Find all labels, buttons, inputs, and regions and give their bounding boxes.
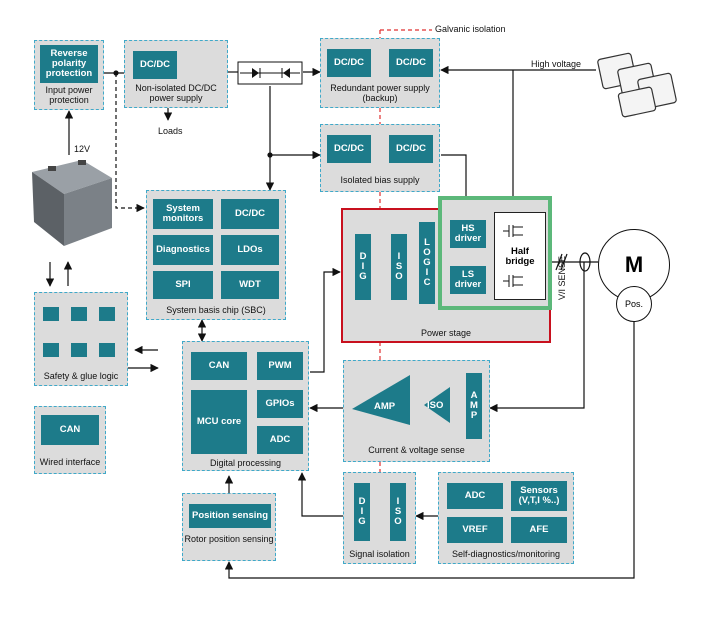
amp-bar-icon xyxy=(466,373,482,439)
redundant-dcdc-box-1: DC/DC xyxy=(327,49,371,77)
system-monitors-box: System monitors xyxy=(153,199,213,229)
diagnostics-box: Diagnostics xyxy=(153,235,213,265)
mcu-core-box: MCU core xyxy=(191,390,247,454)
input-power-label: Input power protection xyxy=(45,85,93,105)
non-isolated-supply-block: DC/DC Non-isolated DC/DC power supply xyxy=(124,40,228,108)
loads-label: Loads xyxy=(158,126,183,136)
amp-triangle-icon xyxy=(352,375,410,425)
afe-box: AFE xyxy=(511,517,567,543)
or-gate-icon xyxy=(99,343,115,357)
position-sensor-icon: Pos. xyxy=(616,286,652,322)
nand-gate-icon xyxy=(71,343,87,357)
input-power-protection-block: Reverse polarity protection Input power … xyxy=(34,40,104,110)
wdt-box: WDT xyxy=(221,271,279,299)
wired-can-box: CAN xyxy=(41,415,99,445)
pwm-box: PWM xyxy=(257,352,303,380)
sbc-label: System basis chip (SBC) xyxy=(166,305,266,315)
cv-sense-label: Current & voltage sense xyxy=(368,445,465,455)
galvanic-isolation-label: Galvanic isolation xyxy=(435,24,506,34)
non-isolated-label: Non-isolated DC/DC power supply xyxy=(135,83,217,103)
iso-triangle-icon xyxy=(424,387,450,423)
redundant-label: Redundant power supply (backup) xyxy=(330,83,430,103)
and-gate-icon xyxy=(43,343,59,357)
high-voltage-battery-icon xyxy=(597,52,677,118)
battery-icon xyxy=(32,160,112,246)
power-stage-label: Power stage xyxy=(420,328,472,338)
wired-interface-block: CAN Wired interface xyxy=(34,406,106,474)
sensors-box: Sensors (V,T,I %..) xyxy=(511,481,567,511)
non-isolated-dcdc-box: DC/DC xyxy=(133,51,177,79)
position-sensing-box: Position sensing xyxy=(189,504,271,528)
spi-box: SPI xyxy=(153,271,213,299)
gate-driver-half-bridge-group: HS driver LS driver Half bridge xyxy=(438,196,552,310)
self-diagnostics-block: ADC Sensors (V,T,I %..) VREF AFE Self-di… xyxy=(438,472,574,564)
ldos-box: LDOs xyxy=(221,235,279,265)
digital-processing-label: Digital processing xyxy=(209,458,282,468)
cv-amp-label: AMP xyxy=(374,401,396,412)
digital-processing-block: CAN PWM MCU core GPIOs ADC Digital proce… xyxy=(182,341,309,471)
safety-glue-block: Safety & glue logic xyxy=(34,292,128,386)
redundant-supply-block: DC/DC DC/DC Redundant power supply (back… xyxy=(320,38,440,108)
wired-interface-label: Wired interface xyxy=(39,457,101,467)
bias-dcdc-box-2: DC/DC xyxy=(389,135,433,163)
isolated-bias-block: DC/DC DC/DC Isolated bias supply xyxy=(320,124,440,192)
safety-glue-label: Safety & glue logic xyxy=(43,371,119,381)
vref-box: VREF xyxy=(447,517,503,543)
rotor-position-label: Rotor position sensing xyxy=(184,534,274,544)
or-gate-icon xyxy=(99,307,115,321)
buffer-gate-icon xyxy=(71,307,87,321)
self-diagnostics-label: Self-diagnostics/monitoring xyxy=(451,549,561,559)
half-bridge-box: Half bridge xyxy=(494,212,546,300)
sbc-dcdc-box: DC/DC xyxy=(221,199,279,229)
reverse-polarity-box: Reverse polarity protection xyxy=(40,45,98,83)
half-bridge-label: Half bridge xyxy=(505,246,535,267)
12v-label: 12V xyxy=(74,144,91,154)
hs-driver-box: HS driver xyxy=(450,220,486,248)
isolated-bias-label: Isolated bias supply xyxy=(340,175,420,185)
ls-driver-box: LS driver xyxy=(450,266,486,294)
vi-sense-label: V/I SENSE xyxy=(557,255,567,300)
mosfet-icon xyxy=(503,225,523,287)
digital-can-box: CAN xyxy=(191,352,247,380)
bias-dcdc-box-1: DC/DC xyxy=(327,135,371,163)
gpios-box: GPIOs xyxy=(257,390,303,418)
cv-iso-label: ISO xyxy=(427,400,444,411)
sbc-block: System monitors DC/DC Diagnostics LDOs S… xyxy=(146,190,286,320)
and-gate-icon xyxy=(43,307,59,321)
digital-adc-box: ADC xyxy=(257,426,303,454)
self-diag-adc-box: ADC xyxy=(447,483,503,509)
signal-isolation-label: Signal isolation xyxy=(349,549,410,559)
redundant-dcdc-box-2: DC/DC xyxy=(389,49,433,77)
high-voltage-label: High voltage xyxy=(531,59,582,69)
rotor-position-block: Position sensing Rotor position sensing xyxy=(182,493,276,561)
